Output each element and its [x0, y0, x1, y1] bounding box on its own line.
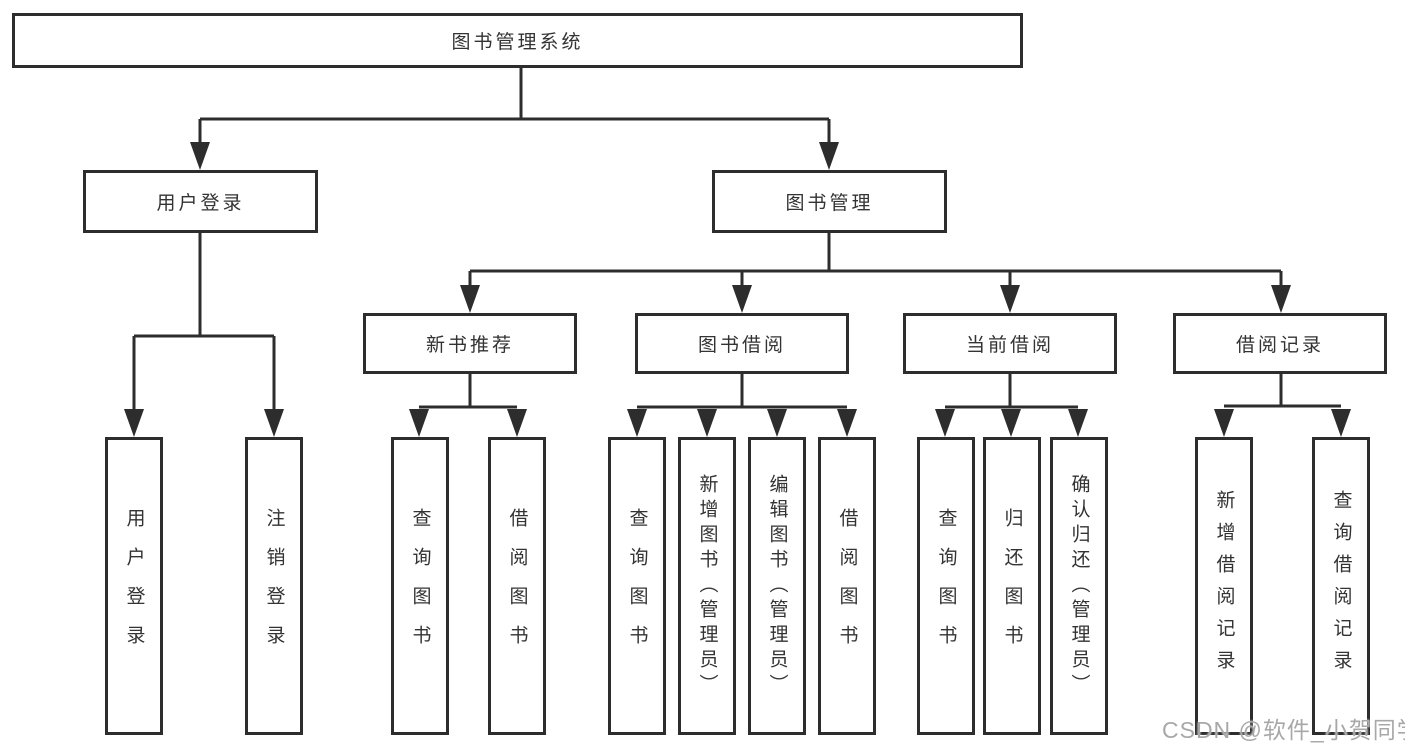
node-label: 图书借阅 [697, 335, 786, 356]
node-label: 查询图书 [626, 508, 648, 664]
node-label: 用户登录 [156, 193, 245, 214]
watermark: CSDN @软件_小贺同学 [1162, 717, 1405, 743]
node-label: 确认归还（管理员） [1068, 473, 1090, 699]
leaf-add-borrow-record: 新增借阅记录 [1195, 437, 1253, 735]
leaf-query-books-current: 查询图书 [917, 437, 975, 735]
node-label: 新书推荐 [425, 335, 514, 356]
leaf-add-books-admin: 新增图书（管理员） [678, 437, 736, 735]
node-label: 查询借阅记录 [1330, 490, 1352, 682]
node-label: 查询图书 [409, 508, 431, 664]
node-label: 编辑图书（管理员） [766, 473, 788, 699]
node-book-management: 图书管理 [712, 170, 947, 233]
node-book-borrow: 图书借阅 [635, 313, 849, 374]
node-label: 图书管理 [785, 193, 874, 214]
node-new-book-recommend: 新书推荐 [363, 313, 577, 374]
node-label: 归还图书 [1001, 508, 1023, 664]
leaf-user-login: 用户登录 [105, 437, 163, 735]
arrowheads [124, 142, 1351, 437]
leaf-logout: 注销登录 [245, 437, 303, 735]
leaf-query-books-borrow: 查询图书 [608, 437, 666, 735]
leaf-query-borrow-record: 查询借阅记录 [1312, 437, 1370, 735]
node-current-borrow: 当前借阅 [903, 313, 1117, 374]
node-label: 图书管理系统 [451, 32, 584, 53]
node-label: 查询图书 [935, 508, 957, 664]
connector-segments [132, 68, 1341, 412]
node-label: 注销登录 [263, 508, 285, 664]
leaf-borrow-books: 借阅图书 [818, 437, 876, 735]
leaf-confirm-return-admin: 确认归还（管理员） [1050, 437, 1108, 735]
node-label: 新增图书（管理员） [696, 473, 718, 699]
leaf-edit-books-admin: 编辑图书（管理员） [748, 437, 806, 735]
node-label: 当前借阅 [965, 335, 1054, 356]
node-library-management-system: 图书管理系统 [12, 13, 1023, 68]
node-label: 新增借阅记录 [1213, 490, 1235, 682]
node-user-login: 用户登录 [83, 170, 318, 233]
node-label: 借阅记录 [1235, 335, 1324, 356]
node-label: 用户登录 [123, 508, 145, 664]
leaf-borrow-books-recommend: 借阅图书 [488, 437, 546, 735]
node-borrow-records: 借阅记录 [1173, 313, 1387, 374]
leaf-return-books: 归还图书 [983, 437, 1041, 735]
node-label: 借阅图书 [506, 508, 528, 664]
node-label: 借阅图书 [836, 508, 858, 664]
leaf-query-books-recommend: 查询图书 [391, 437, 449, 735]
